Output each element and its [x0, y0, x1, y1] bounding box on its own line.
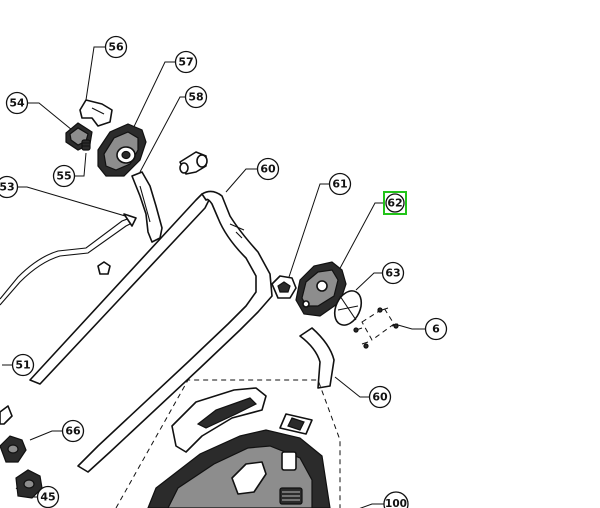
callout-56-label: 56 — [108, 41, 124, 54]
callout-53-label: 53 — [0, 181, 15, 194]
leader-62 — [337, 202, 385, 273]
callout-57-label: 57 — [178, 56, 193, 69]
callout-60-upper[interactable]: 60 — [256, 157, 280, 181]
callout-60-upper-label: 60 — [260, 163, 276, 176]
part-60-lower-tube — [299, 327, 335, 389]
callout-55-label: 55 — [56, 170, 71, 183]
callout-60-lower-label: 60 — [372, 391, 388, 404]
callout-6[interactable]: 6 — [424, 317, 448, 341]
leader-66 — [29, 430, 63, 441]
callout-54-label: 54 — [9, 97, 25, 110]
small-part-left-edge — [0, 405, 13, 425]
callout-62-label: 62 — [387, 197, 402, 210]
part-66-knob-left — [0, 435, 27, 463]
part-56-lever — [79, 99, 113, 127]
callout-58[interactable]: 58 — [184, 85, 208, 109]
callout-57[interactable]: 57 — [174, 50, 198, 74]
callout-54[interactable]: 54 — [5, 91, 29, 115]
cord-elbow-connector — [179, 151, 208, 175]
part-63-disc — [333, 290, 363, 326]
callout-6-label: 6 — [432, 323, 440, 336]
leader-53 — [17, 186, 133, 219]
callout-63-label: 63 — [385, 267, 400, 280]
leader-100 — [359, 503, 384, 508]
callout-45[interactable]: 45 — [36, 485, 60, 508]
leader-63 — [355, 272, 383, 291]
callout-56[interactable]: 56 — [104, 35, 128, 59]
leader-55 — [74, 152, 87, 177]
part-6-screws — [353, 307, 399, 349]
leader-54 — [27, 102, 73, 131]
part-60-upper-handle — [29, 190, 273, 473]
part-100-motor-housing — [115, 379, 341, 508]
leader-58 — [139, 96, 186, 173]
callout-53[interactable]: 53 — [0, 175, 19, 199]
callout-58-label: 58 — [188, 91, 203, 104]
callout-45-label: 45 — [40, 491, 55, 504]
callout-63[interactable]: 63 — [381, 261, 405, 285]
callout-62[interactable]: 62 — [383, 191, 407, 215]
callout-51-label: 51 — [15, 359, 30, 372]
leader-6 — [397, 324, 425, 330]
callout-55[interactable]: 55 — [52, 164, 76, 188]
callout-100-label: 100 — [385, 498, 407, 508]
leader-60a — [225, 168, 258, 193]
leader-57 — [129, 61, 176, 136]
selection-highlight — [383, 191, 407, 215]
callout-51[interactable]: 51 — [11, 353, 35, 377]
callout-61[interactable]: 61 — [328, 172, 352, 196]
part-55-spring — [81, 139, 91, 151]
leader-61 — [287, 183, 330, 281]
callout-66-label: 66 — [65, 425, 81, 438]
callout-61-label: 61 — [332, 178, 347, 191]
part-61-knob — [271, 275, 297, 299]
callout-60-lower[interactable]: 60 — [368, 385, 392, 409]
leader-60b — [334, 376, 370, 398]
leader-56 — [85, 46, 105, 101]
part-58-bail-lever — [131, 171, 163, 243]
part-62-bracket — [295, 261, 347, 317]
cable-clip — [97, 261, 111, 275]
control-cable — [0, 213, 137, 306]
callout-100[interactable]: 100 — [383, 491, 409, 508]
callout-66[interactable]: 66 — [61, 419, 85, 443]
leader-lines — [2, 46, 425, 508]
part-57-switch-housing — [97, 123, 147, 177]
